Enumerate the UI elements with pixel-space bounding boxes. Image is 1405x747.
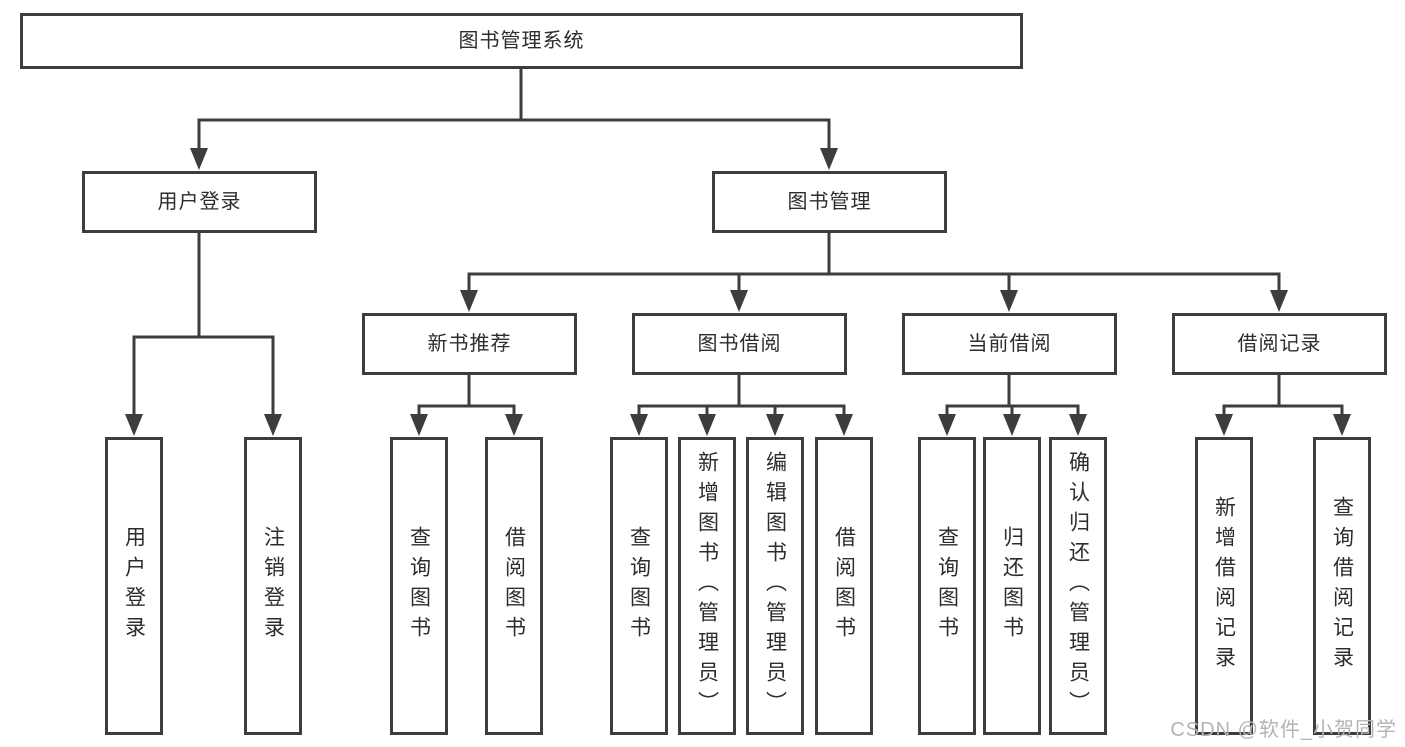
leaf-add-books-admin: 新增图书（管理员） (678, 437, 736, 735)
node-borrow-records: 借阅记录 (1172, 313, 1387, 375)
leaf-logout: 注销登录 (244, 437, 302, 735)
csdn-watermark: CSDN @软件_小贺同学 (1170, 719, 1397, 741)
leaf-edit-books-admin: 编辑图书（管理员） (746, 437, 804, 735)
node-current-borrow: 当前借阅 (902, 313, 1117, 375)
connector-group-user-login (132, 233, 275, 418)
connector-group-book-management (467, 233, 1281, 294)
leaf-confirm-return-admin: 确认归还（管理员） (1049, 437, 1107, 735)
node-new-book-recommend: 新书推荐 (362, 313, 577, 375)
node-book-borrow: 图书借阅 (632, 313, 847, 375)
leaf-add-borrow-record: 新增借阅记录 (1195, 437, 1253, 735)
node-root-system: 图书管理系统 (20, 13, 1023, 69)
node-book-management: 图书管理 (712, 171, 947, 233)
leaf-borrow-books-recommend: 借阅图书 (485, 437, 543, 735)
connector-group-book-borrow (637, 375, 846, 418)
node-user-login: 用户登录 (82, 171, 317, 233)
leaf-query-books-recommend: 查询图书 (390, 437, 448, 735)
leaf-borrow-books: 借阅图书 (815, 437, 873, 735)
connector-group-current-borrow (945, 375, 1080, 418)
connector-group-root (197, 69, 831, 152)
leaf-return-books: 归还图书 (983, 437, 1041, 735)
leaf-query-books-borrow: 查询图书 (610, 437, 668, 735)
connector-group-new-book (417, 375, 516, 418)
connector-group-borrow-records (1222, 375, 1344, 418)
leaf-query-books-current: 查询图书 (918, 437, 976, 735)
leaf-query-borrow-record: 查询借阅记录 (1313, 437, 1371, 735)
leaf-user-login: 用户登录 (105, 437, 163, 735)
connector-arrowheads (125, 148, 1351, 436)
